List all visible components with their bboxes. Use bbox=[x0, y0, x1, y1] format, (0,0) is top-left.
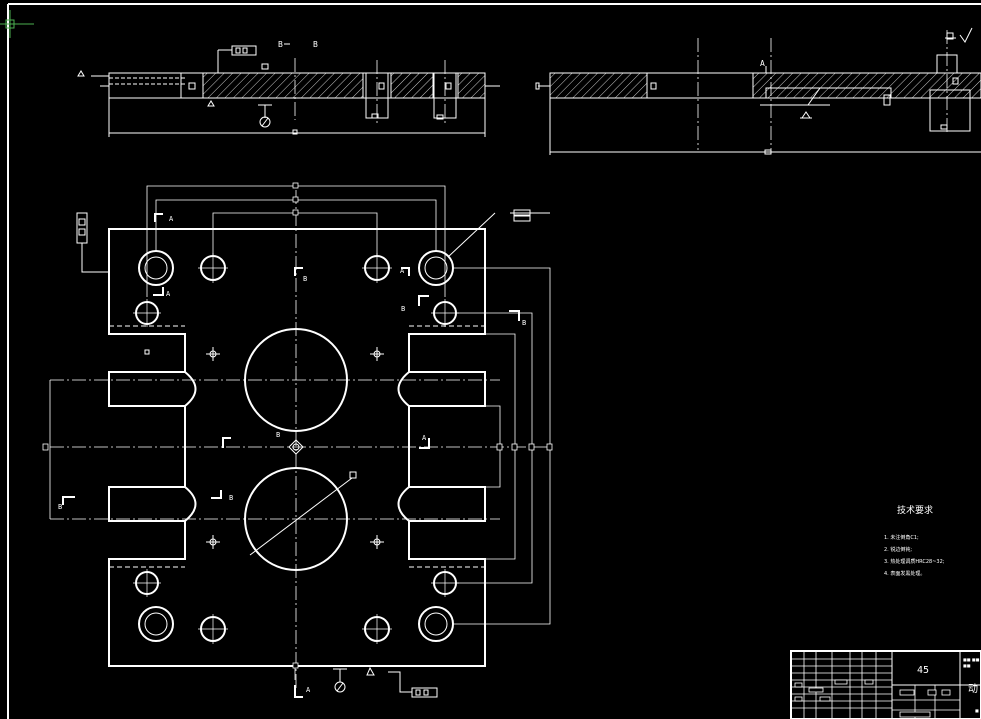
surface-roughness-icon bbox=[945, 27, 973, 43]
tech-req-heading: 技术要求 bbox=[897, 504, 933, 516]
section-view-a-a: A bbox=[535, 27, 981, 155]
guide-hole-tl bbox=[138, 250, 174, 286]
section-view-b-b: B B bbox=[77, 40, 500, 137]
title-block-part-name: 动 bbox=[968, 683, 978, 695]
svg-text:■■: ■■ bbox=[963, 663, 971, 668]
plan-view-plate: B B A B A B B B A A A bbox=[42, 182, 553, 698]
tech-req-item-3: 3. 热处理调质HRC28~32; bbox=[884, 558, 945, 565]
svg-text:B: B bbox=[522, 319, 526, 327]
title-block-material: 45 bbox=[917, 665, 929, 676]
svg-text:■■ ■■: ■■ ■■ bbox=[963, 657, 980, 662]
svg-text:■: ■ bbox=[975, 708, 979, 713]
svg-text:A: A bbox=[400, 267, 405, 275]
svg-text:A: A bbox=[166, 290, 171, 298]
tech-req-item-1: 1. 未注倒角C1; bbox=[884, 534, 919, 541]
svg-text:B: B bbox=[229, 494, 233, 502]
svg-text:B: B bbox=[401, 305, 405, 313]
section-marker-b-right: B bbox=[313, 40, 318, 49]
title-block: 45 动 ■■ ■■■■ ■ bbox=[790, 650, 981, 719]
svg-text:A: A bbox=[169, 215, 174, 223]
tech-req-item-4: 4. 表面发黑处理。 bbox=[884, 570, 925, 577]
datum-flag-icon bbox=[76, 212, 109, 273]
crosshair-cursor-icon[interactable] bbox=[0, 10, 34, 38]
guide-hole-br bbox=[418, 606, 454, 642]
section-marker-b-left: B bbox=[278, 40, 283, 49]
drawing-border bbox=[7, 3, 981, 719]
tech-req-item-2: 2. 锐边倒钝; bbox=[884, 546, 912, 553]
guide-hole-tr bbox=[418, 250, 454, 286]
svg-text:B: B bbox=[58, 503, 62, 511]
svg-text:B: B bbox=[276, 431, 280, 439]
svg-text:A: A bbox=[422, 434, 427, 442]
guide-hole-bl bbox=[138, 606, 174, 642]
svg-text:A: A bbox=[306, 686, 311, 694]
section-marker-a: A bbox=[760, 59, 765, 68]
technical-requirements: 技术要求 1. 未注倒角C1; 2. 锐边倒钝; 3. 热处理调质HRC28~3… bbox=[884, 504, 945, 577]
svg-text:B: B bbox=[303, 275, 307, 283]
